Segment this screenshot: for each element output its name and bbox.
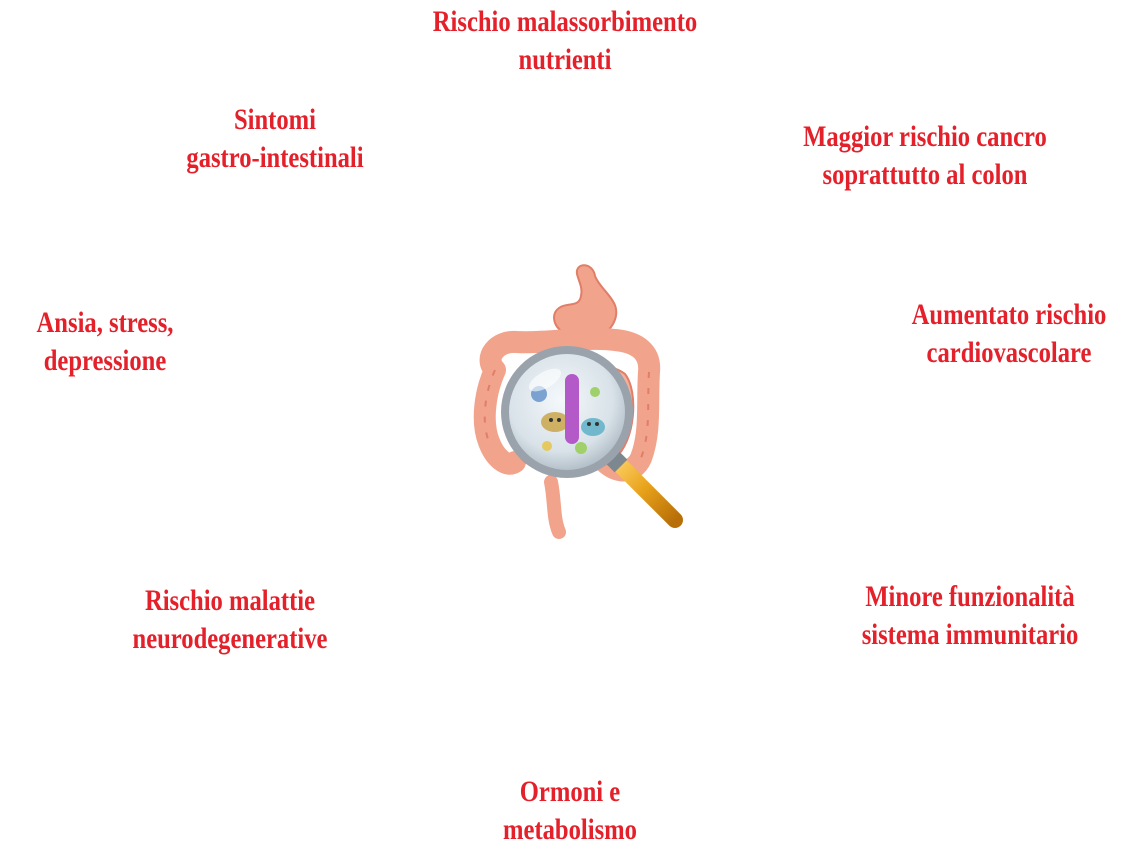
effect-label-gi-symptoms: Sintomi gastro-intestinali <box>156 101 394 177</box>
effect-label-immune: Minore funzionalità sistema immunitario <box>831 578 1110 654</box>
effect-label-anxiety: Ansia, stress, depressione <box>19 304 191 380</box>
label-line: Aumentato rischio <box>895 296 1123 334</box>
rectum-shape <box>551 482 559 532</box>
label-line: Maggior rischio cancro <box>765 118 1085 156</box>
effect-label-malabsorption: Rischio malassorbimento nutrienti <box>397 3 733 79</box>
stomach-shape <box>554 265 616 338</box>
label-line: soprattutto al colon <box>765 156 1085 194</box>
label-line: Rischio malassorbimento <box>397 3 733 41</box>
label-line: Minore funzionalità <box>831 578 1110 616</box>
effect-label-neurodegenerative: Rischio malattie neurodegenerative <box>107 582 353 658</box>
label-line: Sintomi <box>156 101 394 139</box>
label-line: metabolismo <box>488 811 652 849</box>
label-line: gastro-intestinali <box>156 139 394 177</box>
label-line: nutrienti <box>397 41 733 79</box>
label-line: sistema immunitario <box>831 616 1110 654</box>
label-line: Rischio malattie <box>107 582 353 620</box>
label-line: Ormoni e <box>488 773 652 811</box>
label-line: depressione <box>19 342 191 380</box>
label-line: Ansia, stress, <box>19 304 191 342</box>
label-line: cardiovascolare <box>895 334 1123 372</box>
effect-label-cancer-risk: Maggior rischio cancro soprattutto al co… <box>765 118 1085 194</box>
intestine-with-magnifying-glass-icon <box>455 262 695 542</box>
effect-label-hormones: Ormoni e metabolismo <box>488 773 652 849</box>
label-line: neurodegenerative <box>107 620 353 658</box>
effect-label-cardiovascular: Aumentato rischio cardiovascolare <box>895 296 1123 372</box>
